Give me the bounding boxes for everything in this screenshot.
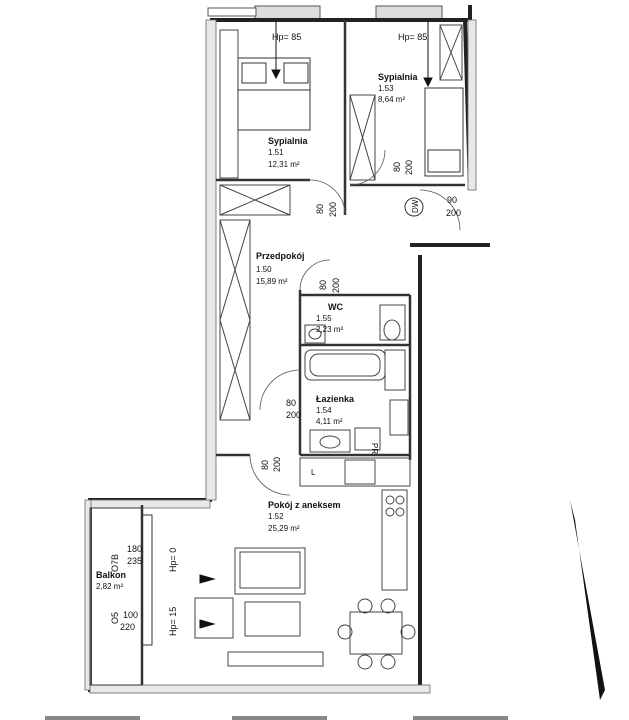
interior-walls <box>140 20 465 685</box>
room-label: Przedpokój 1.50 15,89 m² <box>256 251 305 286</box>
wc-fixtures <box>304 304 406 344</box>
door-width: 80 <box>318 280 328 290</box>
window-code: O5 <box>110 612 120 624</box>
svg-text:1.50: 1.50 <box>256 265 272 274</box>
window-height: 220 <box>120 622 135 632</box>
outer-walls <box>88 5 490 692</box>
top-windows <box>207 5 443 21</box>
kitchen <box>299 457 411 591</box>
single-bed <box>424 87 464 177</box>
room-label: Balkon 2,82 m² <box>96 570 126 591</box>
svg-text:Sypialnia: Sypialnia <box>378 72 419 82</box>
door-height: 200 <box>286 410 301 420</box>
door-height: 200 <box>404 160 414 175</box>
sill-height-label: Hp= 85 <box>272 32 301 42</box>
window-code: O7B <box>110 554 120 572</box>
svg-text:4,11 m²: 4,11 m² <box>316 417 343 426</box>
svg-text:Pokój z aneksem: Pokój z aneksem <box>268 500 341 510</box>
sill-height-label: Hp= 85 <box>398 32 427 42</box>
room-label: WC 1.55 2,23 m² <box>316 302 343 334</box>
svg-text:2,23 m²: 2,23 m² <box>316 325 343 334</box>
door-height: 200 <box>272 457 282 472</box>
svg-text:1.53: 1.53 <box>378 84 394 93</box>
door-swings <box>249 149 461 496</box>
room-label: Sypialnia 1.53 8,64 m² <box>378 72 419 104</box>
door-height: 200 <box>446 208 461 218</box>
svg-text:Sypialnia: Sypialnia <box>268 136 309 146</box>
svg-text:DW: DW <box>411 199 420 213</box>
sill-height-label: Hp= 0 <box>168 548 178 572</box>
svg-text:1.54: 1.54 <box>316 406 332 415</box>
window-width: 180 <box>127 544 142 554</box>
living-furniture <box>194 547 416 670</box>
svg-text:Przedpokój: Przedpokój <box>256 251 305 261</box>
room-label: Pokój z aneksem 1.52 25,29 m² <box>268 500 341 533</box>
door-width: 80 <box>315 204 325 214</box>
door-width: 80 <box>286 398 296 408</box>
room-label: Łazienka 1.54 4,11 m² <box>316 394 355 426</box>
double-bed <box>237 57 311 131</box>
door-width: 80 <box>260 460 270 470</box>
svg-text:Balkon: Balkon <box>96 570 126 580</box>
fridge-tag: L <box>311 468 316 477</box>
svg-text:15,89 m²: 15,89 m² <box>256 277 288 286</box>
window-height: 235 <box>127 556 142 566</box>
svg-text:2,82 m²: 2,82 m² <box>96 582 123 591</box>
dishwasher-tag: DW <box>404 197 424 217</box>
svg-text:Łazienka: Łazienka <box>316 394 355 404</box>
door-width: 90 <box>447 195 457 205</box>
bottom-markers <box>45 716 508 720</box>
svg-text:1.51: 1.51 <box>268 148 284 157</box>
bathroom-fixtures <box>304 349 409 453</box>
svg-text:1.52: 1.52 <box>268 512 284 521</box>
door-width: 80 <box>392 162 402 172</box>
svg-text:12,31 m²: 12,31 m² <box>268 160 300 169</box>
wall-hatch <box>84 19 477 694</box>
svg-text:1.55: 1.55 <box>316 314 332 323</box>
room-label: Sypialnia 1.51 12,31 m² <box>268 136 309 169</box>
door-height: 200 <box>328 202 338 217</box>
direction-arrows <box>199 20 433 629</box>
svg-text:8,64 m²: 8,64 m² <box>378 95 405 104</box>
window-width: 100 <box>123 610 138 620</box>
north-arrow <box>570 500 605 700</box>
door-height: 200 <box>331 278 341 293</box>
svg-text:25,29 m²: 25,29 m² <box>268 524 300 533</box>
washer-tag: PR <box>370 443 379 454</box>
sill-height-label: Hp= 15 <box>168 607 178 636</box>
svg-text:WC: WC <box>328 302 343 312</box>
wardrobes <box>219 24 463 421</box>
balcony <box>89 507 153 686</box>
